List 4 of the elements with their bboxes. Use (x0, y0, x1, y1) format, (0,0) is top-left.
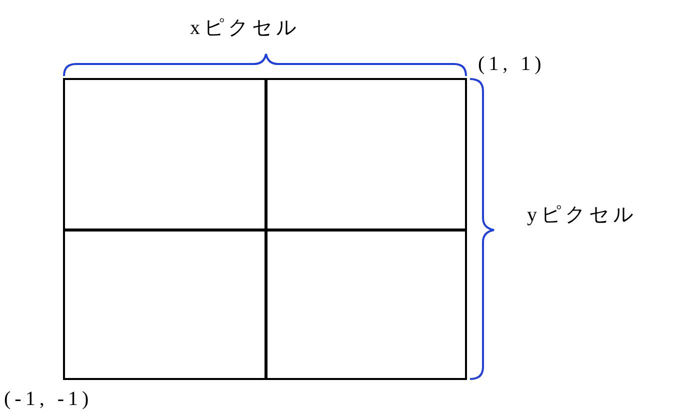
coordinate-label: (1, 1) (478, 54, 546, 74)
dimension-label: yピクセル (527, 205, 637, 225)
dimension-label: xピクセル (190, 18, 300, 38)
coordinate-label: (-1, -1) (4, 389, 93, 409)
